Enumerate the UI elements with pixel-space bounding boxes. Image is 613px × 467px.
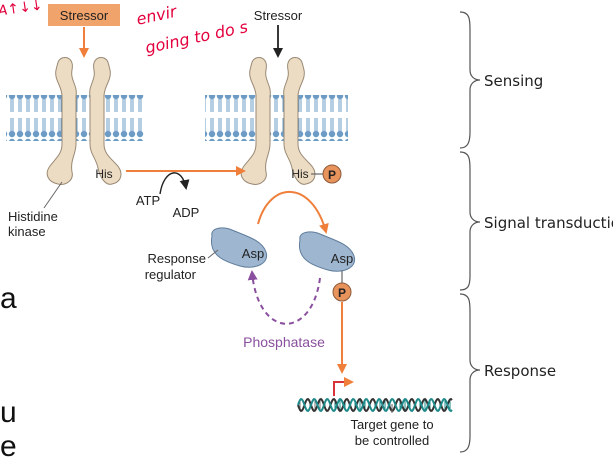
dna-helix: [297, 397, 453, 413]
stressor-right-label: Stressor: [254, 8, 303, 23]
sensing-label: Sensing: [484, 72, 543, 90]
asp-left-label: Asp: [242, 246, 264, 261]
target-gene-label-line2: be controlled: [355, 433, 429, 448]
asp-right-label: Asp: [331, 251, 353, 266]
his-phosphate-label: P: [328, 168, 336, 182]
handwriting-left-fragment: A↑↓↓: [0, 0, 44, 20]
response-regulator-label-line1: Response: [147, 251, 206, 266]
histidine-kinase-label-line2: kinase: [8, 224, 46, 239]
his-left-label: His: [95, 167, 112, 181]
phosphotransfer-arrow: [257, 191, 329, 234]
stressor-box: [48, 4, 120, 26]
dna-strand: [297, 397, 453, 413]
response-regulator-left: [210, 227, 268, 268]
edge-text-e: e: [0, 430, 17, 463]
his-phosphate: [322, 164, 342, 184]
response-regulator-right: [298, 231, 356, 272]
response-bracket: [459, 293, 481, 453]
signal-transduction-label: Signal transduction: [484, 214, 613, 232]
edge-text-u: u: [0, 396, 17, 429]
membrane-right: [205, 95, 348, 141]
sensing-bracket: [459, 11, 481, 149]
phosphatase-arrow: [247, 270, 321, 325]
stressor-left-label: Stressor: [60, 8, 109, 23]
edge-text-a: a: [0, 282, 17, 315]
handwriting-line1: envir: [135, 1, 180, 28]
target-gene-label-line1: Target gene to: [350, 417, 433, 432]
asp-phosphate: [332, 282, 352, 302]
response-regulator-label-line2: regulator: [145, 267, 197, 282]
histidine-kinase-left: [46, 57, 122, 185]
adp-label: ADP: [173, 205, 200, 220]
histidine-kinase-label-line1: Histidine: [8, 209, 58, 224]
histidine-kinase-right: [240, 57, 316, 185]
atp-adp-arrow: [159, 172, 190, 195]
signal-transduction-bracket: [459, 151, 481, 291]
response-label: Response: [484, 362, 556, 380]
histidine-kinase-pointer: [43, 181, 63, 209]
atp-label: ATP: [136, 193, 160, 208]
response-regulator-pointer: [207, 249, 219, 259]
phosphatase-label: Phosphatase: [243, 334, 325, 350]
asp-phosphate-label: P: [338, 286, 346, 300]
transcription-start-arrow: [333, 377, 354, 396]
his-right-label: His: [291, 167, 308, 181]
